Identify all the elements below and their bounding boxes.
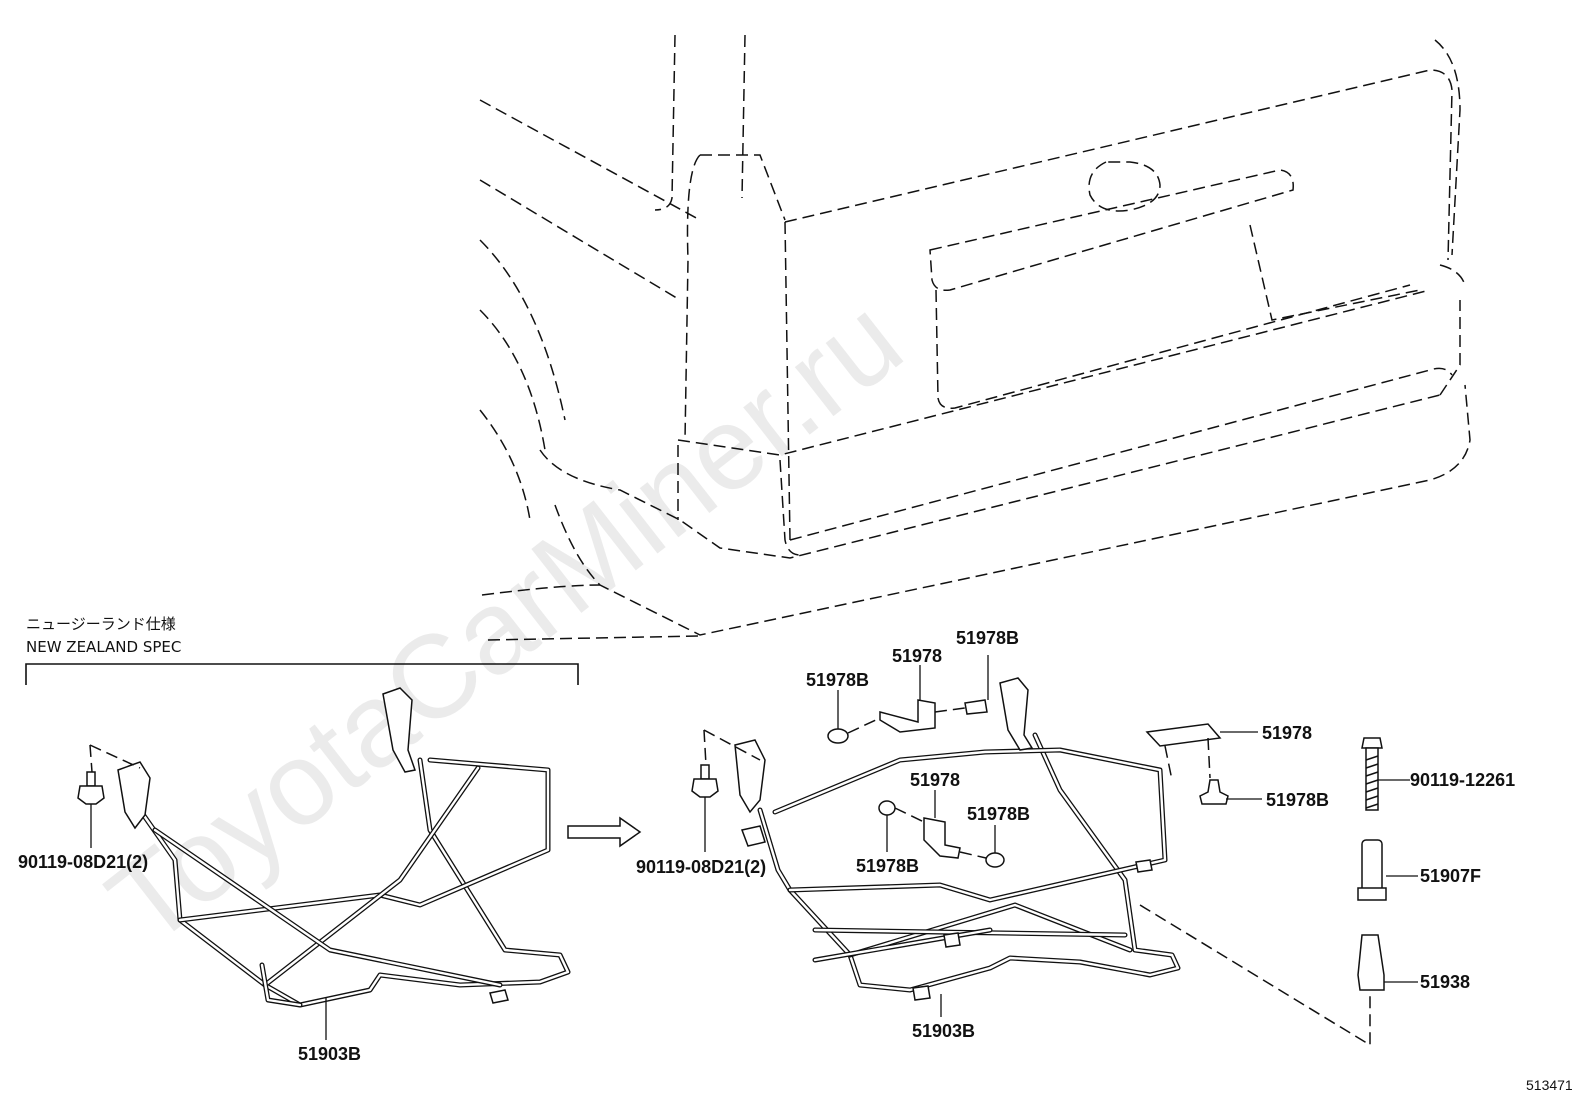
clip-51978b-top-left — [827, 690, 881, 744]
diagram-id: 513471 — [1526, 1077, 1573, 1093]
bracket-51978-mid — [923, 790, 961, 859]
label-clip-right: 51978B — [1266, 790, 1329, 810]
bushing-51938 — [1357, 934, 1418, 991]
frame-51903b-right — [734, 677, 1181, 1001]
long-bolt-90119-12261 — [1361, 737, 1410, 811]
label-bushing: 51938 — [1420, 972, 1470, 992]
spec-note-english: NEW ZEALAND SPEC — [26, 638, 181, 656]
bolt-90119-08d21-right — [691, 729, 761, 852]
plate-51978-right — [1145, 723, 1258, 781]
sleeve-51907f — [1357, 839, 1418, 901]
label-right-bolt: 90119-08D21(2) — [636, 857, 766, 877]
bracket-51978-top — [879, 665, 936, 733]
clip-51978b-mid-right — [959, 825, 1005, 868]
label-clip-top-right: 51978B — [956, 628, 1019, 648]
frame-51903b-left — [117, 687, 571, 1008]
label-sleeve: 51907F — [1420, 866, 1481, 886]
vehicle-rear-outline — [479, 34, 1471, 641]
clip-51978b-top-right — [934, 655, 989, 715]
label-clip-mid-right: 51978B — [967, 804, 1030, 824]
label-plate-right: 51978 — [1262, 723, 1312, 743]
spec-note-japanese: ニュージーランド仕様 — [26, 615, 176, 633]
label-long-bolt: 90119-12261 — [1410, 770, 1515, 790]
clip-51978b-right — [1199, 779, 1262, 805]
spec-bracket — [25, 663, 579, 685]
arrow-right-icon — [567, 816, 642, 848]
label-clip-top-left: 51978B — [806, 670, 869, 690]
label-bracket-mid: 51978 — [910, 770, 960, 790]
label-clip-mid-left: 51978B — [856, 856, 919, 876]
label-bracket-top: 51978 — [892, 646, 942, 666]
bolt-90119-08d21-left — [77, 744, 141, 848]
label-left-bolt: 90119-08D21(2) — [18, 852, 148, 872]
leader-dashed-bushing — [1139, 904, 1371, 1047]
clip-51978b-mid-left — [878, 800, 925, 852]
label-left-frame: 51903B — [298, 1044, 361, 1064]
label-right-frame: 51903B — [912, 1021, 975, 1041]
